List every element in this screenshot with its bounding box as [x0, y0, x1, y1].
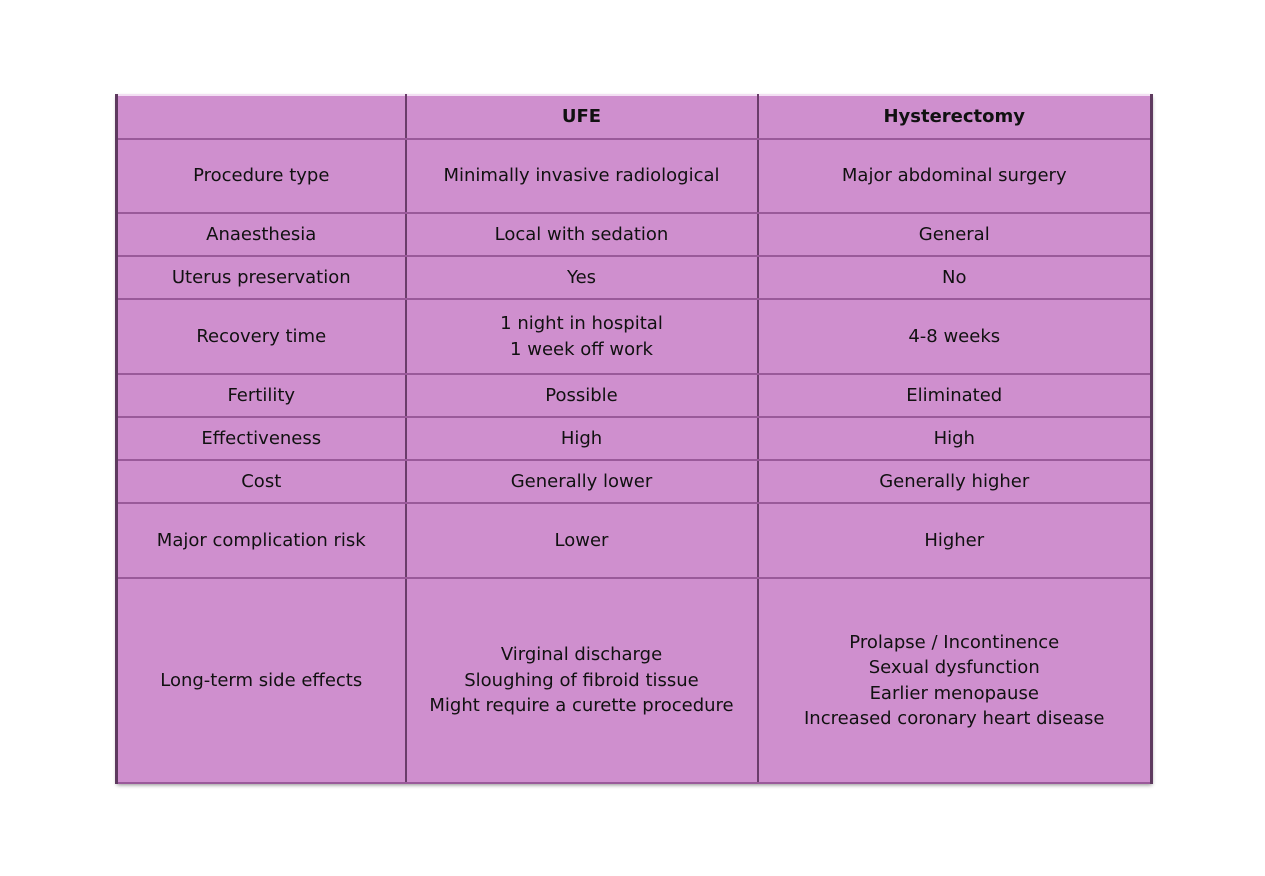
table-row: Effectiveness High High [115, 416, 1153, 461]
ufe-cell: Generally lower [404, 459, 759, 504]
hysterectomy-cell: 4-8 weeks [756, 298, 1153, 375]
hysterectomy-line: Generally higher [879, 470, 1030, 492]
hysterectomy-line: Major abdominal surgery [841, 165, 1067, 187]
table-row: Fertility Possible Eliminated [115, 373, 1153, 418]
ufe-line: Local with sedation [494, 223, 669, 245]
row-label: Procedure type [115, 138, 407, 214]
ufe-line: High [560, 427, 603, 449]
ufe-cell: Local with sedation [404, 212, 759, 257]
table-row: Major complication risk Lower Higher [115, 502, 1153, 579]
table-row: Anaesthesia Local with sedation General [115, 212, 1153, 257]
ufe-line: Virginal discharge [500, 644, 663, 666]
hysterectomy-line: Higher [924, 529, 985, 551]
table-row: Recovery time 1 night in hospital 1 week… [115, 298, 1153, 375]
comparison-table-container: UFE Hysterectomy Procedure type Minimall… [115, 94, 1153, 784]
hysterectomy-line: Increased coronary heart disease [803, 708, 1105, 729]
hysterectomy-line: High [933, 427, 975, 449]
ufe-line: Sloughing of fibroid tissue [464, 669, 699, 691]
ufe-line: Generally lower [510, 470, 653, 492]
ufe-line: 1 week off work [510, 338, 653, 360]
hysterectomy-cell: Higher [756, 502, 1153, 579]
row-label: Long-term side effects [115, 577, 407, 784]
hysterectomy-line: No [942, 266, 967, 288]
header-cell-hysterectomy: Hysterectomy [756, 94, 1153, 140]
hysterectomy-line: Eliminated [906, 384, 1003, 406]
row-label: Effectiveness [115, 416, 407, 461]
row-label: Anaesthesia [115, 212, 407, 257]
row-label: Recovery time [115, 298, 407, 375]
ufe-cell: Lower [404, 502, 759, 579]
hysterectomy-line: General [918, 223, 990, 245]
ufe-line: Possible [545, 384, 618, 406]
row-label: Fertility [115, 373, 407, 418]
table-row: Uterus preservation Yes No [115, 255, 1153, 300]
hysterectomy-cell: General [756, 212, 1153, 257]
hysterectomy-line: Prolapse / Incontinence [849, 631, 1060, 653]
ufe-line: Minimally invasive radiological [443, 165, 720, 187]
hysterectomy-cell: Generally higher [756, 459, 1153, 504]
table-row: Long-term side effects Virginal discharg… [115, 577, 1153, 784]
hysterectomy-cell: No [756, 255, 1153, 300]
table-row: Cost Generally lower Generally higher [115, 459, 1153, 504]
table-row: Procedure type Minimally invasive radiol… [115, 138, 1153, 214]
header-cell-empty [115, 94, 407, 140]
hysterectomy-cell: Major abdominal surgery [756, 138, 1153, 214]
header-cell-ufe: UFE [404, 94, 759, 140]
ufe-cell: 1 night in hospital 1 week off work [404, 298, 759, 375]
ufe-cell: Virginal discharge Sloughing of fibroid … [404, 577, 759, 784]
ufe-line: Yes [566, 266, 597, 288]
hysterectomy-cell: High [756, 416, 1153, 461]
row-label: Uterus preservation [115, 255, 407, 300]
comparison-table: UFE Hysterectomy Procedure type Minimall… [115, 94, 1153, 784]
hysterectomy-line: 4-8 weeks [908, 325, 1001, 347]
ufe-line: Might require a curette procedure [429, 695, 734, 717]
row-label: Cost [115, 459, 407, 504]
hysterectomy-line: Earlier menopause [869, 682, 1039, 704]
hysterectomy-cell: Eliminated [756, 373, 1153, 418]
ufe-cell: High [404, 416, 759, 461]
ufe-cell: Minimally invasive radiological [404, 138, 759, 214]
ufe-cell: Yes [404, 255, 759, 300]
hysterectomy-cell: Prolapse / Incontinence Sexual dysfuncti… [756, 577, 1153, 784]
table-header-row: UFE Hysterectomy [115, 94, 1153, 140]
ufe-line: Lower [554, 529, 609, 551]
ufe-cell: Possible [404, 373, 759, 418]
hysterectomy-line: Sexual dysfunction [868, 657, 1040, 678]
ufe-line: 1 night in hospital [500, 313, 663, 334]
row-label: Major complication risk [115, 502, 407, 579]
